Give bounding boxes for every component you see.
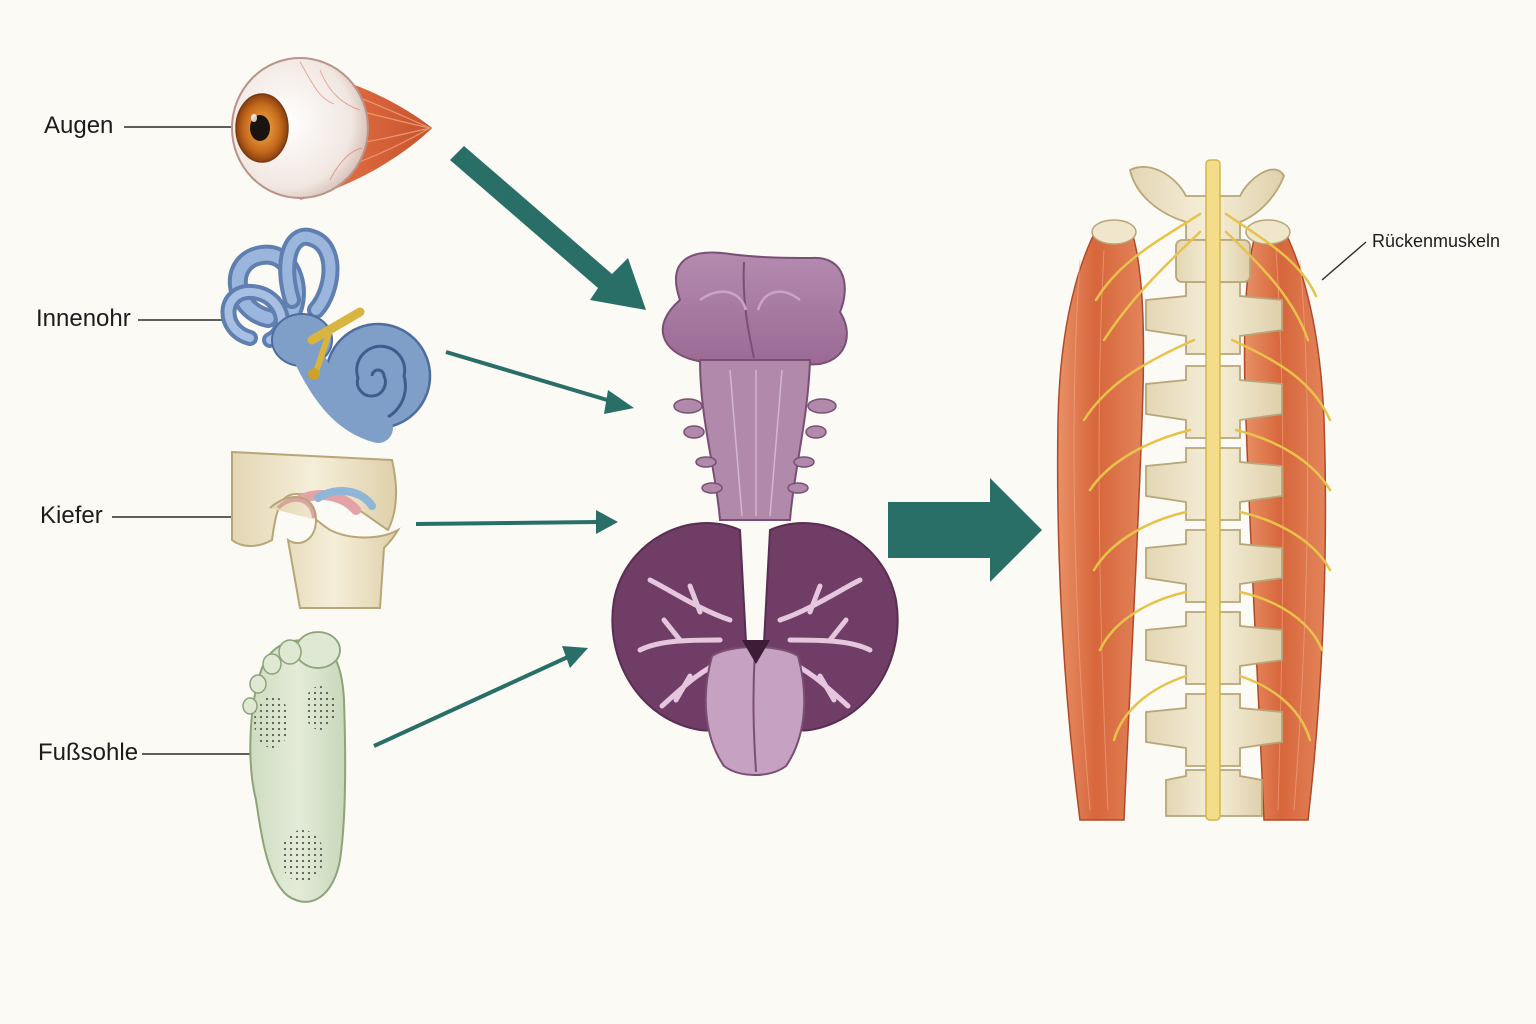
inner-ear-arrow (445, 350, 634, 414)
jaw-label: Kiefer (40, 502, 103, 529)
spine-back-muscles-icon (1056, 159, 1332, 821)
input-arrows (373, 146, 646, 748)
eyes-arrow (438, 146, 646, 310)
inner-ear-icon (220, 227, 432, 443)
jaw-arrow (415, 510, 618, 534)
eyeball-icon (231, 57, 432, 200)
back-muscles-leader-line (1321, 241, 1367, 281)
foot-sole-icon (242, 631, 347, 903)
output-arrow (888, 478, 1042, 582)
eyes-label: Augen (44, 112, 114, 139)
sole-label: Fußsohle (38, 739, 139, 766)
sole-arrow (373, 646, 588, 748)
inner-ear-label: Innenohr (36, 305, 131, 332)
back-muscles-label: Rückenmuskeln (1372, 231, 1501, 251)
brainstem-cerebellum-icon (611, 251, 899, 776)
jaw-joint-icon (231, 450, 401, 609)
leader-lines (112, 126, 1367, 755)
